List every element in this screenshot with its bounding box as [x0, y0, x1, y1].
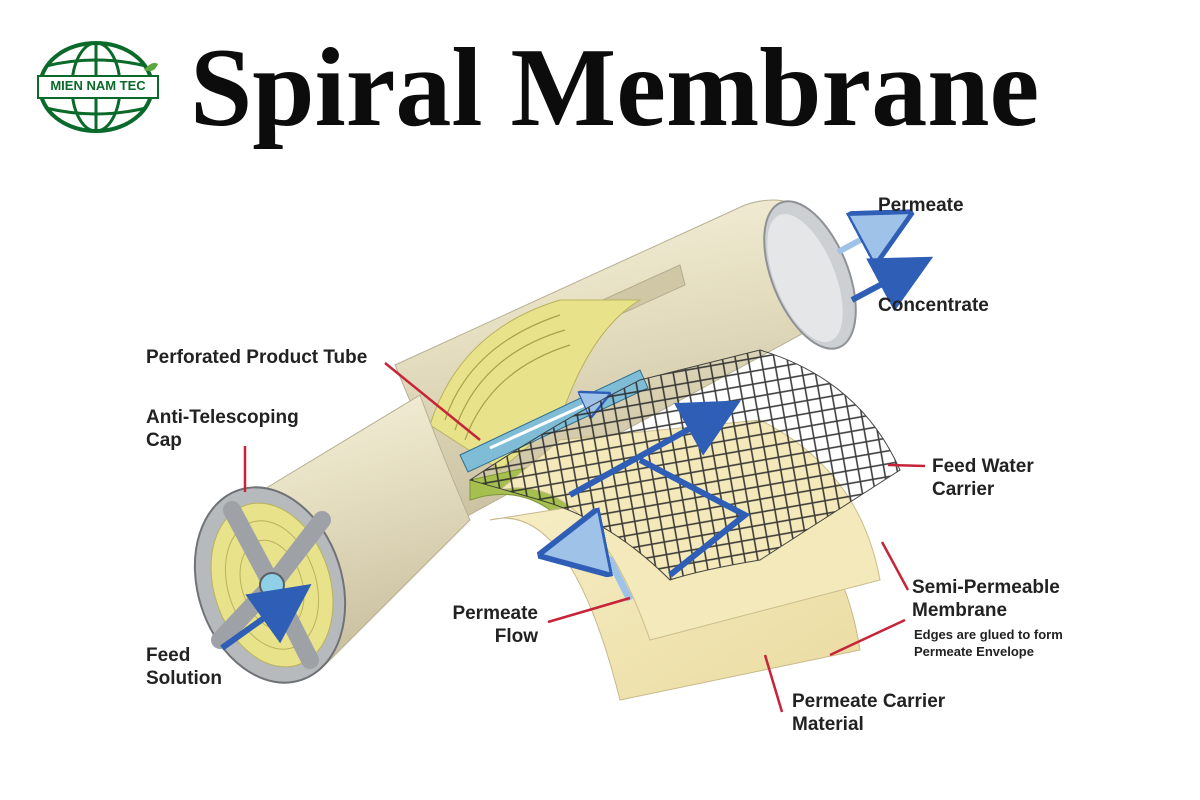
flow-arrows: [565, 400, 751, 602]
label-feed-water-line1: Feed Water: [932, 456, 1034, 477]
feed-water-carrier-mesh: [468, 349, 901, 581]
permeate-outlet-arrow: [836, 223, 892, 252]
leader-lines: [243, 362, 926, 713]
label-anti-telescoping-cap: Anti-Telescoping Cap: [146, 406, 299, 452]
company-logo: MIEN NAM TEC: [36, 40, 160, 134]
end-cap-right: [763, 200, 857, 350]
label-permeate: Permeate: [878, 195, 964, 216]
logo-text: MIEN NAM TEC: [50, 78, 146, 93]
label-membrane-note-line1: Edges are glued to form: [914, 627, 1063, 642]
leader-feed-water-carrier: [887, 463, 926, 468]
label-permeate-carrier-line1: Permeate Carrier: [792, 691, 946, 712]
globe-logo-icon: [37, 41, 159, 133]
label-anti-telescoping-line2: Cap: [146, 430, 182, 451]
feed-solution-arrow: [220, 584, 312, 651]
leader-permeate-flow: [547, 596, 631, 624]
label-concentrate: Concentrate: [878, 295, 989, 316]
label-permeate-carrier-material: Permeate Carrier Material: [792, 690, 945, 736]
leader-perforated-tube: [384, 362, 481, 441]
rolled-layers: [429, 299, 642, 471]
label-membrane-note-line2: Permeate Envelope: [914, 644, 1034, 659]
page-title: Spiral Membrane: [190, 26, 1040, 150]
label-anti-telescoping-line1: Anti-Telescoping: [146, 407, 299, 428]
leader-permeate-carrier: [763, 654, 784, 713]
label-feed-solution-line1: Feed: [146, 645, 191, 666]
label-feed-solution-line2: Solution: [146, 668, 222, 689]
label-membrane-note: Edges are glued to form Permeate Envelop…: [914, 626, 1063, 660]
leader-membrane-edges: [829, 618, 906, 657]
label-feed-water-carrier: Feed Water Carrier: [932, 455, 1034, 501]
label-permeate-carrier-line2: Material: [792, 714, 864, 735]
leader-semi-permeable: [880, 541, 910, 591]
label-semi-permeable-line1: Semi-Permeable: [912, 577, 1060, 598]
label-feed-solution: Feed Solution: [146, 644, 222, 690]
label-perforated-product-tube: Perforated Product Tube: [146, 347, 368, 368]
concentrate-outlet-arrow: [850, 256, 934, 312]
label-permeate-flow-line1: Permeate: [452, 603, 538, 624]
label-permeate-flow-line2: Flow: [494, 626, 538, 647]
label-permeate-flow: Permeate Flow: [444, 602, 538, 648]
label-semi-permeable-line2: Membrane: [912, 600, 1008, 621]
label-semi-permeable-membrane: Semi-Permeable Membrane: [912, 576, 1060, 622]
label-feed-water-line2: Carrier: [932, 479, 995, 500]
